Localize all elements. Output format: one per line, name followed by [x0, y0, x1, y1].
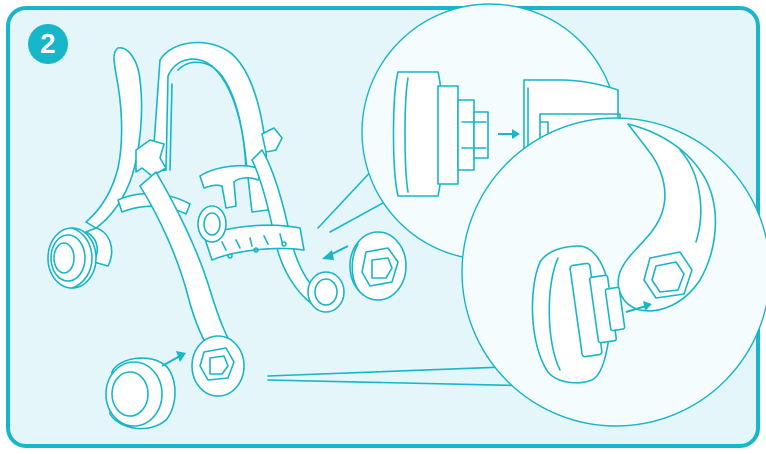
- front-foot-right: [307, 271, 345, 313]
- loose-wheel-front-right: [349, 231, 407, 301]
- seat-t-handle: [199, 164, 263, 209]
- insert-arrow-front-left: [161, 351, 186, 367]
- callout-leader-lower-2: [267, 379, 541, 387]
- insert-arrow-front-right: [322, 245, 349, 260]
- loose-wheel-front-left: [105, 357, 176, 430]
- handle-clip-left: [135, 139, 167, 177]
- handle-clip-right: [261, 127, 283, 153]
- front-leg-left: [139, 171, 237, 361]
- rear-wheel-left: [47, 227, 97, 289]
- under-seat-wheel: [197, 205, 227, 243]
- seat-back-frame: [151, 41, 269, 213]
- callout-leader-lower-1: [267, 365, 531, 377]
- callout-leader-upper-2: [329, 197, 393, 233]
- rear-leg-left: [85, 47, 143, 229]
- stroller-frame: [47, 41, 345, 397]
- lower-magnifier: [461, 117, 766, 427]
- front-foot-left-socket: [191, 335, 245, 397]
- step-number-badge: 2: [28, 24, 68, 64]
- callout-leader-upper-1: [317, 165, 377, 229]
